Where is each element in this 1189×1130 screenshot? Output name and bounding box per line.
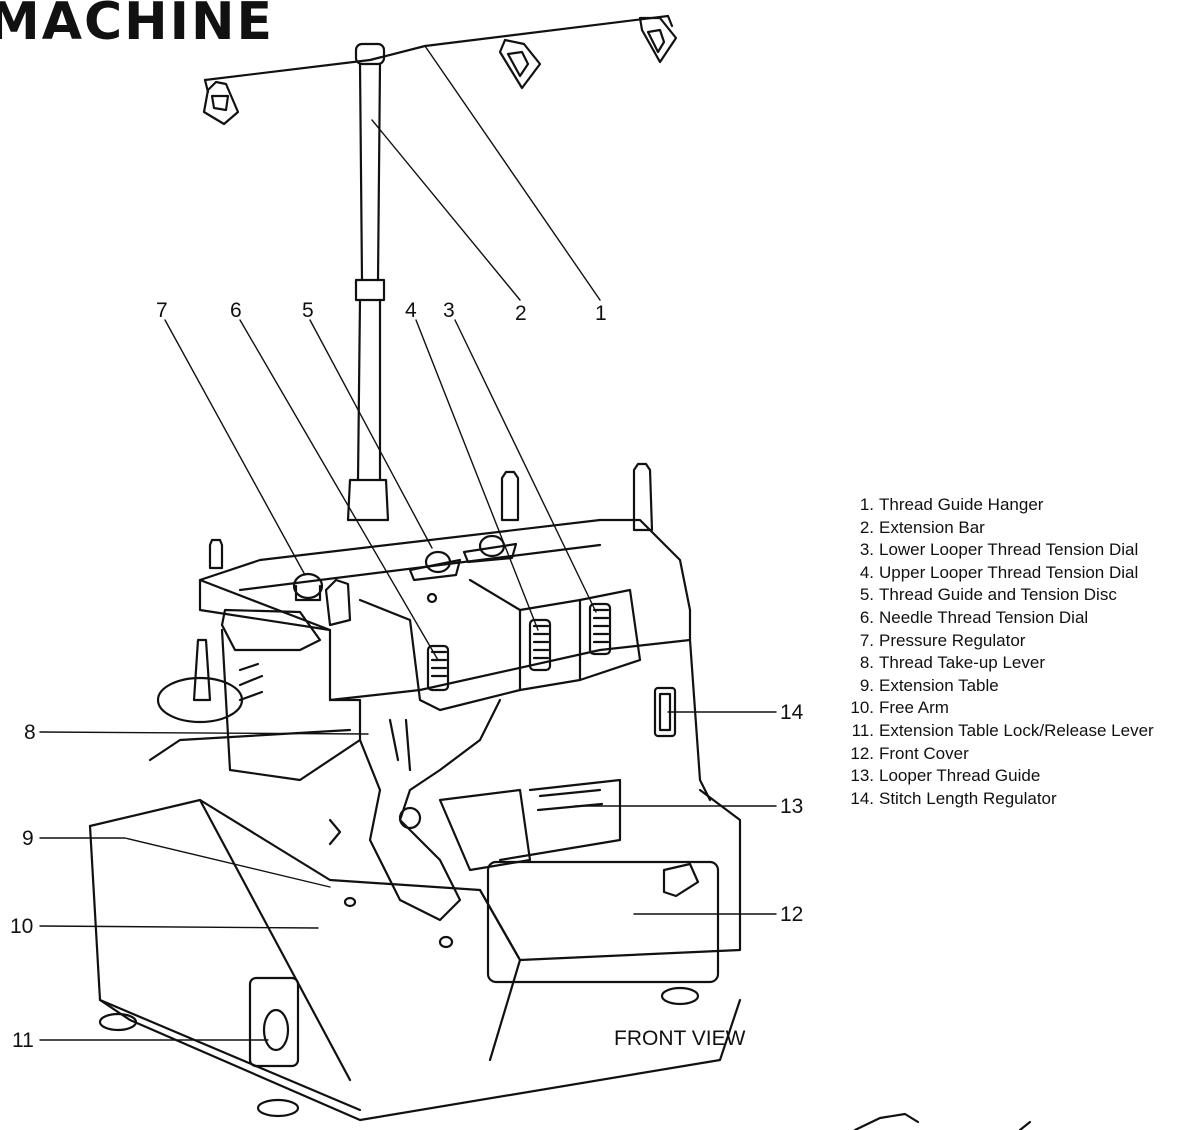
legend-label: Needle Thread Tension Dial: [879, 607, 1089, 627]
extension-bar: [346, 42, 390, 522]
parts-legend: 1. Thread Guide Hanger 2.Extension Bar 3.…: [842, 495, 1182, 811]
legend-item: 10.Free Arm: [842, 698, 1182, 718]
callout-14: 14: [780, 701, 804, 724]
legend-label: Extension Table Lock/Release Lever: [879, 720, 1154, 740]
legend-number: 2.: [859, 517, 874, 537]
legend-number: 1.: [859, 495, 874, 514]
tension-dials: [358, 578, 642, 712]
callout-12: 12: [780, 903, 804, 926]
legend-item: 12.Front Cover: [842, 744, 1182, 764]
legend-item: 8.Thread Take-up Lever: [842, 653, 1182, 673]
legend-item: 5.Thread Guide and Tension Disc: [842, 585, 1182, 605]
figure-caption: FRONT VIEW: [614, 1027, 746, 1050]
callout-leaders: [39, 45, 777, 1041]
legend-number: 7.: [859, 630, 874, 650]
callout-6: 6: [230, 299, 242, 322]
callout-7: 7: [156, 299, 168, 322]
next-figure-fragment: [853, 1112, 1032, 1130]
legend-label: Extension Bar: [879, 517, 985, 537]
legend-label: Pressure Regulator: [879, 630, 1026, 650]
legend-number: 12.: [850, 743, 874, 763]
callout-4: 4: [405, 299, 417, 322]
callout-1: 1: [595, 302, 607, 325]
legend-number: 11.: [851, 720, 874, 740]
legend-item: 6.Needle Thread Tension Dial: [842, 608, 1182, 628]
legend-item: 13.Looper Thread Guide: [842, 766, 1182, 786]
legend-label: Extension Table: [879, 675, 999, 695]
callout-9: 9: [22, 827, 34, 850]
legend-number: 10.: [850, 698, 874, 718]
legend-item: 7.Pressure Regulator: [842, 631, 1182, 651]
legend-item: 4.Upper Looper Thread Tension Dial: [842, 563, 1182, 583]
legend-number: 14.: [850, 788, 874, 808]
legend-number: 6.: [859, 607, 874, 627]
legend-item: 11.Extension Table Lock/Release Lever: [842, 721, 1182, 741]
legend-number: 3.: [859, 540, 874, 560]
legend-label: Free Arm: [879, 698, 949, 718]
legend-number: 4.: [859, 562, 874, 582]
legend-item: 9.Extension Table: [842, 676, 1182, 696]
legend-label: Lower Looper Thread Tension Dial: [879, 540, 1139, 560]
legend-item: 2.Extension Bar: [842, 518, 1182, 538]
legend-label: Stitch Length Regulator: [879, 788, 1057, 808]
legend-number: 8.: [859, 653, 874, 673]
callout-8: 8: [24, 721, 36, 744]
callout-5: 5: [302, 299, 314, 322]
legend-number: 13.: [850, 766, 874, 786]
legend-item: 14.Stitch Length Regulator: [842, 789, 1182, 809]
legend-item: 1. Thread Guide Hanger: [842, 495, 1182, 515]
legend-number: 9.: [859, 675, 874, 695]
legend-number: 5.: [859, 585, 874, 605]
callout-11: 11: [12, 1029, 34, 1052]
legend-label: Upper Looper Thread Tension Dial: [879, 562, 1139, 582]
machine-base: [88, 728, 742, 1122]
machine-upper-body: [198, 518, 692, 782]
legend-label: Looper Thread Guide: [879, 766, 1041, 786]
callout-10: 10: [10, 915, 34, 938]
machine-right-column: [653, 638, 712, 802]
legend-label: Thread Guide Hanger: [879, 495, 1044, 514]
thread-guide-hanger: [202, 14, 678, 126]
callout-3: 3: [443, 299, 455, 322]
legend-label: Thread Guide and Tension Disc: [879, 585, 1117, 605]
section-heading: MACHINE: [0, 0, 275, 52]
callout-13: 13: [780, 795, 804, 818]
legend-item: 3.Lower Looper Thread Tension Dial: [842, 540, 1182, 560]
needle-and-presser-area: [328, 698, 622, 922]
callout-2: 2: [515, 302, 527, 325]
legend-label: Thread Take-up Lever: [879, 653, 1046, 673]
legend-label: Front Cover: [879, 743, 969, 763]
